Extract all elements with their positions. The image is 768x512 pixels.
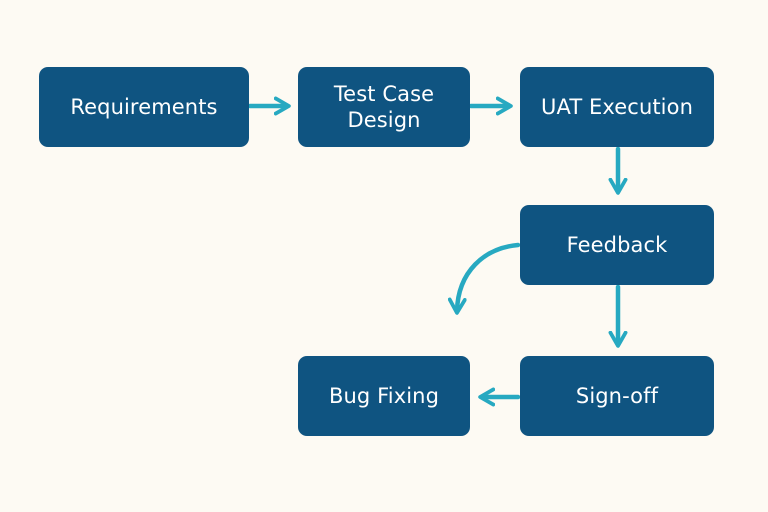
node-bug-fixing: Bug Fixing [298,356,470,436]
node-feedback: Feedback [520,205,714,285]
node-requirements-label: Requirements [70,95,218,119]
node-sign-off-label: Sign-off [575,384,659,408]
node-requirements: Requirements [39,67,249,147]
node-uat-execution-label: UAT Execution [541,95,693,119]
node-feedback-label: Feedback [566,233,668,257]
node-test-case-design-label: Test Case Design [333,82,435,132]
arrow-feedback-to-bug-fixing [447,242,521,315]
node-bug-fixing-label: Bug Fixing [328,384,439,408]
node-sign-off: Sign-off [520,356,714,436]
node-test-case-design: Test Case Design [298,67,470,147]
node-uat-execution: UAT Execution [520,67,714,147]
